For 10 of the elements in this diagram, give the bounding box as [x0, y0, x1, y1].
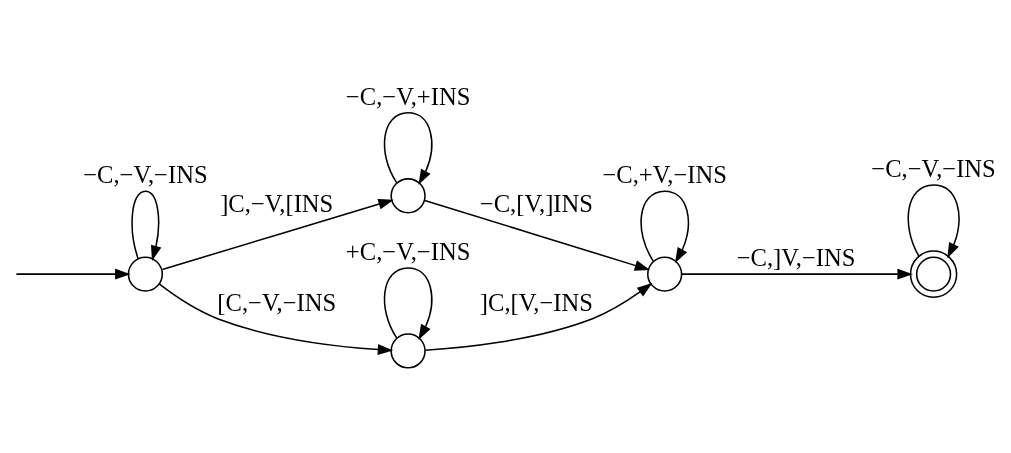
edge-label: −C,−V,−INS: [83, 161, 208, 189]
edge-label: −C,+V,−INS: [602, 161, 727, 189]
edge-label: +C,−V,−INS: [345, 237, 471, 265]
edge-label: −C,]V,−INS: [736, 244, 856, 272]
edge-label: −C,−V,+INS: [345, 82, 471, 110]
edge-label: −C,−V,−INS: [871, 155, 996, 183]
edge-label: −C,[V,]INS: [479, 190, 593, 218]
edge-label: ]C,[V,−INS: [479, 288, 593, 316]
edge-label: ]C,−V,[INS: [220, 190, 334, 218]
edge-label: [C,−V,−INS: [217, 288, 337, 316]
